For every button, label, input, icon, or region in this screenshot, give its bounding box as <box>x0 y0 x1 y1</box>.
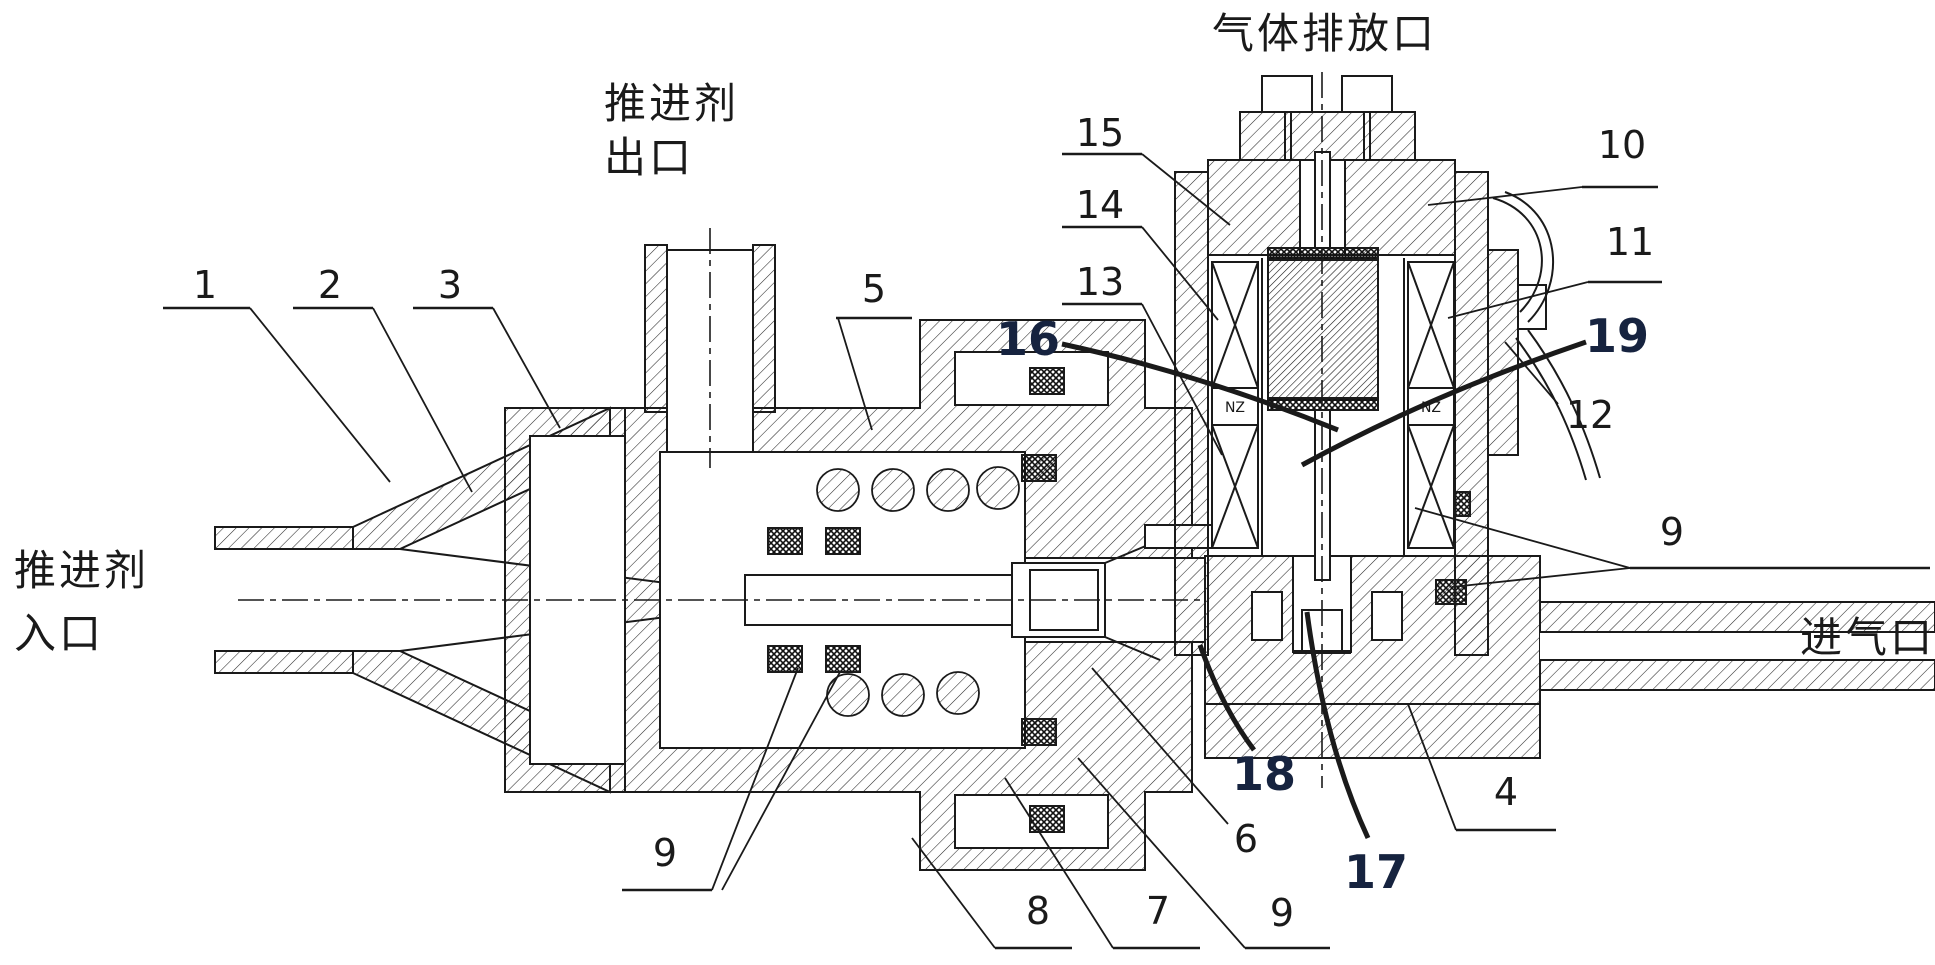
callout-9-bottom-left: 9 <box>653 831 677 875</box>
callout-19: 19 <box>1585 309 1649 363</box>
callout-7: 7 <box>1146 889 1170 933</box>
propellant-outlet-label-line1: 推进剂 <box>604 79 739 128</box>
callout-6: 6 <box>1234 817 1258 861</box>
solenoid-shell-left <box>1174 171 1209 656</box>
electrical-connector <box>1487 191 1601 481</box>
armature-core <box>1267 257 1379 401</box>
propellant-outlet-label-line2: 出口 <box>604 133 694 182</box>
callout-14: 14 <box>1076 183 1124 227</box>
solenoid-coil-right <box>1407 261 1455 549</box>
callout-17: 17 <box>1344 845 1408 899</box>
propellant-inlet-label-line1: 推进剂 <box>14 546 149 595</box>
callout-4: 4 <box>1494 770 1518 814</box>
gas-discharge-label: 气体排放口 <box>1212 9 1437 58</box>
callout-18: 18 <box>1232 747 1296 801</box>
main-spring <box>816 466 1020 717</box>
port-labels: 气体排放口 推进剂 出口 推进剂 入口 进气口 <box>14 9 1935 662</box>
gas-inlet-label: 进气口 <box>1800 613 1935 662</box>
bottom-body-plate <box>1204 703 1541 759</box>
leader-18 <box>1197 644 1257 752</box>
coil-marks: NZ NZ <box>1225 400 1441 416</box>
leader-19 <box>1300 339 1587 468</box>
lead-wire <box>1527 329 1601 479</box>
propellant-inlet-label-line2: 入口 <box>14 609 104 658</box>
top-cap-seal <box>1029 367 1065 395</box>
outlet-pipe-wall-right <box>752 244 776 413</box>
callout-1: 1 <box>193 263 217 307</box>
bottom-cap-seal <box>1029 805 1065 833</box>
callout-16: 16 <box>996 312 1060 366</box>
part-number-callouts: 1 2 3 5 15 14 13 16 10 11 19 12 9 4 18 6… <box>193 111 1684 935</box>
callout-2: 2 <box>318 263 342 307</box>
gas-inlet-pipe <box>1539 601 1935 691</box>
callout-15: 15 <box>1076 111 1124 155</box>
terminal-post-left <box>1261 75 1313 113</box>
leader-17 <box>1304 611 1371 840</box>
callout-11: 11 <box>1606 220 1654 264</box>
callout-12: 12 <box>1566 393 1614 437</box>
callout-9-bottom-middle: 9 <box>1270 891 1294 935</box>
solenoid-coil-left <box>1211 261 1259 549</box>
centerlines <box>238 72 1323 788</box>
coil-mark-left: NZ <box>1225 400 1245 416</box>
coil-mark-right: NZ <box>1421 400 1441 416</box>
solenoid-shell-right <box>1454 171 1489 656</box>
callout-9-right: 9 <box>1660 510 1684 554</box>
callout-5: 5 <box>862 267 886 311</box>
callout-13: 13 <box>1076 260 1124 304</box>
terminal-post-right <box>1341 75 1393 113</box>
callout-3: 3 <box>438 263 462 307</box>
solenoid-assembly <box>1174 75 1601 656</box>
leader-16 <box>1061 341 1339 433</box>
shaft-seals <box>767 454 1057 746</box>
callout-leaders <box>163 152 1930 950</box>
outlet-pipe-wall-left <box>644 244 668 413</box>
callout-8: 8 <box>1026 889 1050 933</box>
callout-10: 10 <box>1598 123 1646 167</box>
